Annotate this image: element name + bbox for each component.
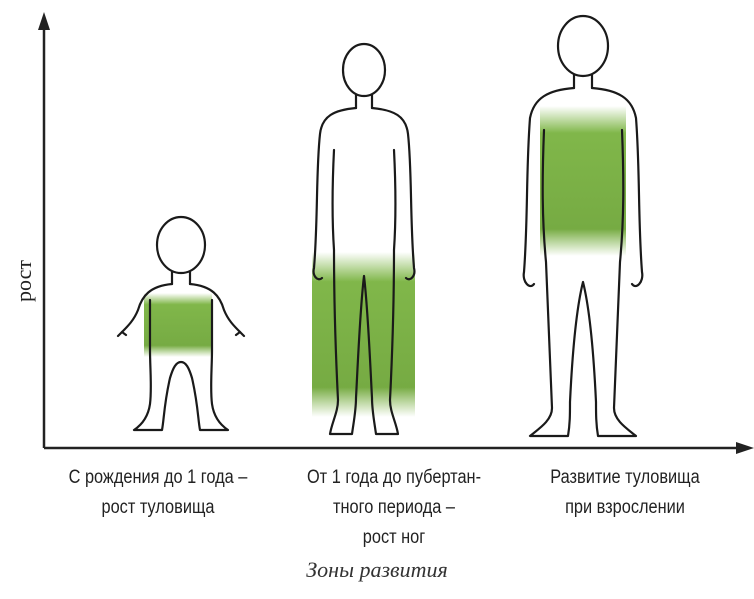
- stage-caption-infancy: С рождения до 1 года – рост туловища: [57, 463, 260, 523]
- stage-caption-adulthood: Развитие туловища при взрослении: [535, 463, 716, 523]
- caption-line: тного периода –: [294, 493, 494, 523]
- diagram-footer-title: Зоны развития: [0, 557, 754, 583]
- y-axis-arrow: [38, 12, 50, 30]
- x-axis-arrow: [736, 442, 754, 454]
- y-axis-label: рост: [11, 251, 37, 311]
- caption-line: От 1 года до пубертан-: [294, 463, 494, 493]
- caption-line: С рождения до 1 года –: [57, 463, 260, 493]
- zone-adult-torso: [540, 106, 626, 256]
- caption-line: Развитие туловища: [535, 463, 716, 493]
- caption-line: рост туловища: [57, 493, 260, 523]
- stage-caption-childhood: От 1 года до пубертан- тного периода – р…: [294, 463, 494, 553]
- caption-line: рост ног: [294, 523, 494, 553]
- caption-line: при взрослении: [535, 493, 716, 523]
- zone-baby-torso: [144, 293, 212, 357]
